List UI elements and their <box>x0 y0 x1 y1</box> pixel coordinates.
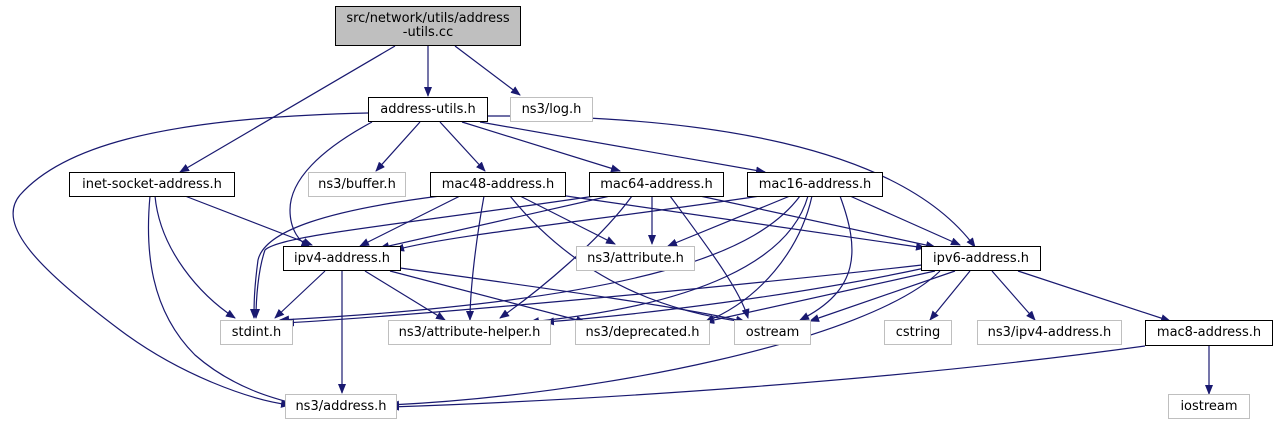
edge-au-mac16 <box>479 121 766 175</box>
edge-mac16-ipv6 <box>849 195 961 246</box>
edge-ipv6-ns3-ipv4-address <box>991 270 1036 321</box>
node-mac64-address[interactable]: mac64-address.h <box>589 172 724 197</box>
root-file-node[interactable]: src/network/utils/address -utils.cc <box>335 6 521 46</box>
edge-mac16-attribute-helper <box>529 195 809 326</box>
node-inet-socket-address[interactable]: inet-socket-address.h <box>69 172 235 197</box>
node-ns3-attribute-helper: ns3/attribute-helper.h <box>388 320 551 345</box>
edge-mac16-ostream <box>799 195 853 321</box>
edge-mac16-deprecated <box>704 195 813 323</box>
edge-inet-ipv4 <box>184 195 313 246</box>
root-file-line1: src/network/utils/address <box>346 11 510 26</box>
edge-inet-stdint <box>154 195 236 319</box>
edge-mac48-stdint <box>250 195 441 319</box>
edge-mac8-ns3-address <box>389 345 1146 411</box>
node-ns3-attribute: ns3/attribute.h <box>576 246 695 271</box>
node-address-utils[interactable]: address-utils.h <box>368 97 488 122</box>
node-stdint: stdint.h <box>220 320 293 345</box>
node-ns3-log: ns3/log.h <box>510 97 593 122</box>
edge-root-log <box>454 45 521 96</box>
edge-mac64-stdint <box>252 195 596 319</box>
edge-ipv6-deprecated <box>704 270 936 324</box>
edge-au-ns3-address <box>12 112 369 408</box>
edge-au-buffer <box>375 121 421 172</box>
edge-mac64-ostream <box>669 195 750 319</box>
edge-ipv6-mac8 <box>1017 270 1171 322</box>
edge-ipv6-ostream <box>809 270 956 322</box>
edge-mac64-ipv4 <box>379 195 611 250</box>
node-mac16-address[interactable]: mac16-address.h <box>747 172 883 197</box>
edge-mac48-attribute-helper <box>466 195 485 321</box>
node-ns3-address: ns3/address.h <box>285 394 397 419</box>
edge-mac48-ipv4 <box>359 195 461 247</box>
edge-ipv4-ostream <box>399 267 746 324</box>
edge-au-mac64 <box>461 121 621 173</box>
node-mac8-address[interactable]: mac8-address.h <box>1145 320 1273 346</box>
node-ipv6-address[interactable]: ipv6-address.h <box>921 246 1041 271</box>
edge-inet-ns3-address <box>147 195 301 407</box>
edge-ipv6-attribute-helper <box>544 267 926 326</box>
node-ostream: ostream <box>734 320 811 345</box>
edge-mac16-ipv4 <box>394 195 761 252</box>
node-iostream: iostream <box>1168 394 1250 419</box>
node-ns3-ipv4-address: ns3/ipv4-address.h <box>977 320 1122 345</box>
edge-ipv4-deprecated <box>389 270 586 324</box>
node-ns3-buffer: ns3/buffer.h <box>308 172 406 197</box>
edge-ipv4-stdint <box>274 270 326 319</box>
node-cstring: cstring <box>884 320 952 345</box>
node-mac48-address[interactable]: mac48-address.h <box>430 172 566 197</box>
edge-mac64-ipv6 <box>699 195 936 250</box>
edge-mac64-attribute-helper <box>499 195 633 319</box>
edge-ipv6-ns3-address <box>389 270 941 409</box>
edge-ipv6-stdint <box>284 264 923 327</box>
edge-mac16-attribute <box>667 195 791 247</box>
edge-mac48-attribute <box>519 195 616 245</box>
root-file-line2: -utils.cc <box>402 25 454 40</box>
edge-au-mac48 <box>439 121 486 172</box>
edge-ipv6-cstring <box>929 270 971 321</box>
edge-root-inet <box>179 45 396 173</box>
node-ipv4-address[interactable]: ipv4-address.h <box>283 246 401 271</box>
node-ns3-deprecated: ns3/deprecated.h <box>575 320 710 345</box>
